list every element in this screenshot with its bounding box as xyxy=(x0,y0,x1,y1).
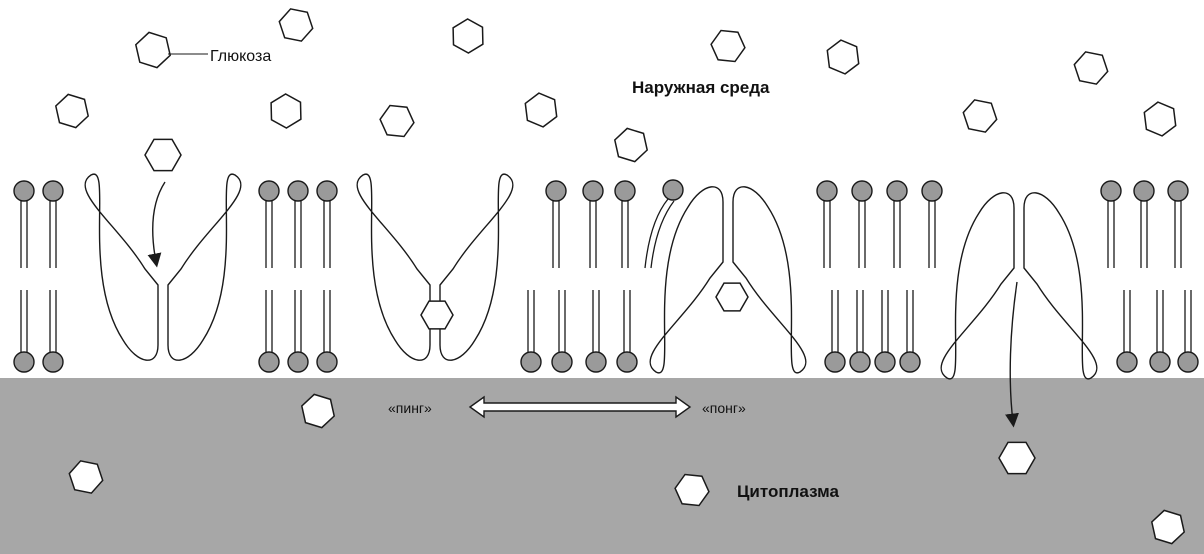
lipid-head-icon xyxy=(288,181,308,201)
lipid-head-icon xyxy=(850,352,870,372)
transporter-protein xyxy=(941,193,1097,379)
lipid-head-icon xyxy=(617,352,637,372)
glucose-hexagon-icon xyxy=(421,301,453,329)
entry-arrow xyxy=(153,182,165,262)
lipid-head-icon xyxy=(875,352,895,372)
phospholipid xyxy=(1150,290,1170,372)
lipid-head-icon xyxy=(288,352,308,372)
phospholipid xyxy=(1134,181,1154,268)
phospholipid xyxy=(14,290,34,372)
glucose-hexagon-icon xyxy=(56,94,88,127)
transporter-protein xyxy=(650,187,806,373)
phospholipid xyxy=(546,181,566,268)
glucose-hexagon-icon xyxy=(525,93,556,127)
phospholipid xyxy=(875,290,895,372)
phospholipid xyxy=(922,181,942,268)
lipid-head-icon xyxy=(1178,352,1198,372)
glucose-hexagon-icon xyxy=(716,283,748,311)
phospholipid xyxy=(900,290,920,372)
glucose-hexagon-icon xyxy=(271,94,301,128)
phospholipid xyxy=(317,181,337,268)
lipid-head-icon xyxy=(1101,181,1121,201)
phospholipid xyxy=(521,290,541,372)
phospholipid xyxy=(552,290,572,372)
lipid-head-icon xyxy=(259,352,279,372)
lipid-head-icon xyxy=(1134,181,1154,201)
glucose-label: Глюкоза xyxy=(210,48,271,65)
lipid-head-icon xyxy=(14,181,34,201)
phospholipid xyxy=(317,290,337,372)
lipid-head-icon xyxy=(317,352,337,372)
glucose-hexagon-icon xyxy=(1144,102,1175,136)
lipid-head-icon xyxy=(922,181,942,201)
glucose-hexagon-icon xyxy=(380,106,414,137)
phospholipid xyxy=(259,290,279,372)
phospholipid xyxy=(288,181,308,268)
transporter-protein xyxy=(357,162,513,368)
phospholipid xyxy=(825,290,845,372)
glucose-hexagon-icon xyxy=(145,139,181,170)
lipid-head-icon xyxy=(14,352,34,372)
glucose-hexagon-icon xyxy=(1074,52,1107,84)
phospholipid xyxy=(617,290,637,372)
lipid-head-icon xyxy=(825,352,845,372)
glucose-hexagon-icon xyxy=(827,40,858,74)
lipid-head-icon xyxy=(615,181,635,201)
lipid-head-icon xyxy=(259,181,279,201)
glucose-hexagon-icon xyxy=(615,128,647,161)
lipid-head-icon xyxy=(317,181,337,201)
phospholipid xyxy=(1117,290,1137,372)
outside-medium-label: Наружная среда xyxy=(632,78,770,97)
pong-label: «понг» xyxy=(702,400,746,416)
phospholipid xyxy=(288,290,308,372)
phospholipid xyxy=(850,290,870,372)
lipid-head-icon xyxy=(900,352,920,372)
lipid-head-icon xyxy=(1117,352,1137,372)
transporter-protein xyxy=(85,162,241,368)
lipid-head-icon xyxy=(521,352,541,372)
lipid-head-icon xyxy=(852,181,872,201)
glucose-hexagon-icon xyxy=(279,9,312,41)
lipid-head-icon xyxy=(817,181,837,201)
lipid-head-icon xyxy=(1168,181,1188,201)
phospholipid xyxy=(259,181,279,268)
phospholipid xyxy=(615,181,635,268)
lipid-head-icon xyxy=(552,352,572,372)
glucose-hexagon-icon xyxy=(963,100,996,132)
phospholipid xyxy=(1101,181,1121,268)
phospholipid xyxy=(586,290,606,372)
phospholipid xyxy=(43,181,63,268)
lipid-head-icon xyxy=(43,181,63,201)
phospholipid xyxy=(887,181,907,268)
lipid-head-icon xyxy=(887,181,907,201)
phospholipid xyxy=(583,181,603,268)
cytoplasm-label: Цитоплазма xyxy=(737,482,839,501)
phospholipid xyxy=(43,290,63,372)
glucose-hexagon-icon xyxy=(453,19,483,53)
phospholipid xyxy=(852,181,872,268)
lipid-head-icon xyxy=(546,181,566,201)
lipid-head-icon xyxy=(43,352,63,372)
ping-label: «пинг» xyxy=(388,400,432,416)
glucose-hexagon-icon xyxy=(136,32,170,67)
phospholipid xyxy=(817,181,837,268)
lipid-head-icon xyxy=(663,180,683,200)
lipid-head-icon xyxy=(1150,352,1170,372)
glucose-hexagon-icon xyxy=(711,31,745,62)
phospholipid xyxy=(14,181,34,268)
lipid-head-icon xyxy=(586,352,606,372)
phospholipid xyxy=(1178,290,1198,372)
phospholipid xyxy=(1168,181,1188,268)
lipid-head-icon xyxy=(583,181,603,201)
